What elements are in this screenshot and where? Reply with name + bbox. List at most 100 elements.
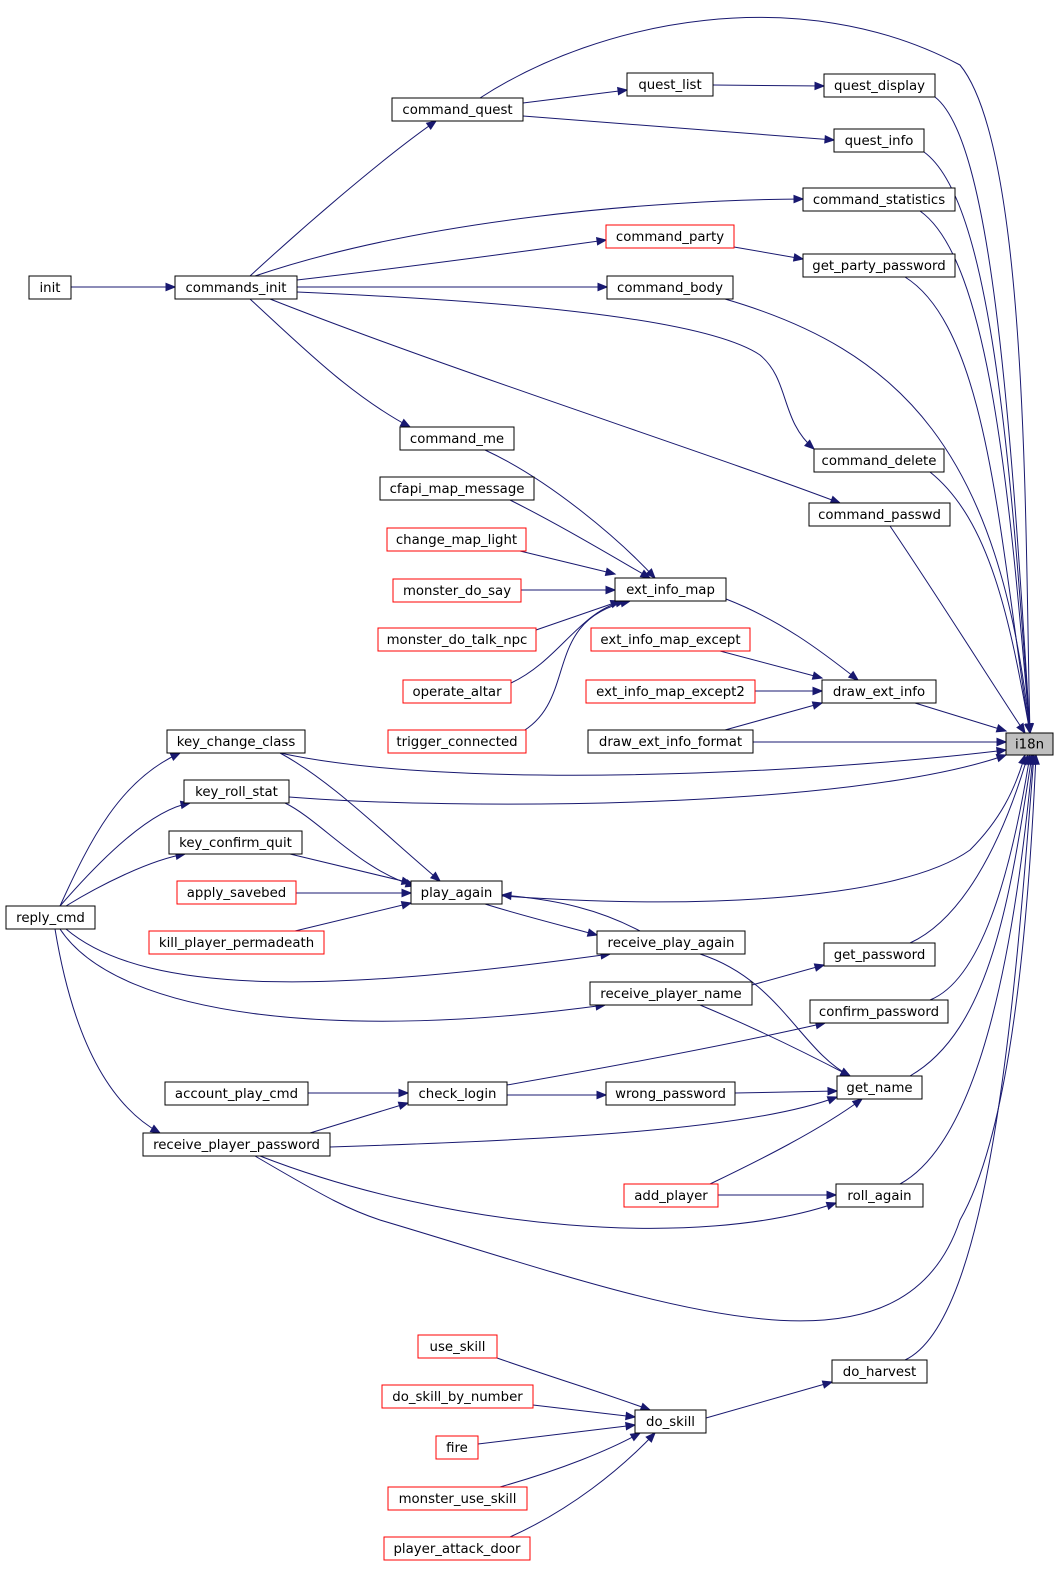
- node-play-again[interactable]: play_again: [410, 880, 503, 905]
- edge-line: [904, 276, 1031, 734]
- arrowhead-icon: [996, 737, 1008, 747]
- node-account-play-cmd[interactable]: account_play_cmd: [164, 1081, 309, 1106]
- node-check-login[interactable]: check_login: [407, 1081, 508, 1106]
- node-monster-do-say[interactable]: monster_do_say: [392, 578, 522, 603]
- node-reply-cmd[interactable]: reply_cmd: [5, 905, 96, 930]
- node-do-harvest[interactable]: do_harvest: [831, 1359, 928, 1384]
- arrowhead-icon: [400, 876, 413, 886]
- node-label: play_again: [421, 886, 493, 901]
- edge-command_passwd-to-i18n: [889, 525, 1026, 735]
- node-monster-do-talk-npc[interactable]: monster_do_talk_npc: [377, 627, 537, 652]
- node-wrong-password[interactable]: wrong_password: [605, 1081, 736, 1106]
- node-label: do_harvest: [843, 1365, 916, 1380]
- node-get-name[interactable]: get_name: [836, 1075, 923, 1100]
- edge-wrong_password-to-get_name: [734, 1086, 839, 1096]
- node-box: [585, 679, 756, 704]
- node-operate-altar[interactable]: operate_altar: [402, 679, 512, 704]
- node-label: ext_info_map_except2: [596, 685, 745, 700]
- node-draw-ext-info[interactable]: draw_ext_info: [821, 679, 937, 704]
- node-do-skill[interactable]: do_skill: [634, 1409, 707, 1434]
- node-box: [381, 1384, 534, 1409]
- node-do-skill-by-number[interactable]: do_skill_by_number: [381, 1384, 534, 1409]
- node-label: wrong_password: [615, 1087, 726, 1102]
- node-use-skill[interactable]: use_skill: [417, 1334, 498, 1359]
- edge-reply_cmd-to-receive_play_again: [65, 928, 612, 983]
- node-label: command_quest: [402, 103, 512, 118]
- arrowhead-icon: [625, 1421, 637, 1431]
- node-init[interactable]: init: [28, 275, 72, 300]
- node-box: [383, 1536, 531, 1561]
- arrowhead-icon: [995, 754, 1008, 763]
- node-player-attack-door[interactable]: player_attack_door: [383, 1536, 531, 1561]
- node-cfapi-map-message[interactable]: cfapi_map_message: [379, 476, 535, 501]
- edge-line: [65, 853, 186, 907]
- node-quest-list[interactable]: quest_list: [626, 72, 714, 97]
- edge-line: [705, 1381, 833, 1419]
- node-kill-player-permadeath[interactable]: kill_player_permadeath: [148, 930, 325, 955]
- edge-command_party-to-get_party_password: [733, 246, 805, 262]
- node-command-statistics[interactable]: command_statistics: [802, 187, 956, 212]
- node-command-delete[interactable]: command_delete: [813, 448, 945, 473]
- arrowhead-icon: [595, 237, 608, 246]
- node-command-passwd[interactable]: command_passwd: [808, 502, 951, 527]
- node-quest-info[interactable]: quest_info: [833, 128, 925, 153]
- node-quest-display[interactable]: quest_display: [823, 73, 936, 98]
- node-ext-info-map-except2[interactable]: ext_info_map_except2: [585, 679, 756, 704]
- edge-line: [496, 1357, 651, 1411]
- node-get-party-password[interactable]: get_party_password: [802, 253, 956, 278]
- node-receive-player-password[interactable]: receive_player_password: [142, 1132, 331, 1157]
- node-draw-ext-info-format[interactable]: draw_ext_info_format: [587, 729, 754, 754]
- node-key-confirm-quit[interactable]: key_confirm_quit: [168, 830, 303, 855]
- node-monster-use-skill[interactable]: monster_use_skill: [387, 1486, 528, 1511]
- arrowhead-icon: [851, 1098, 864, 1109]
- arrowhead-icon: [792, 253, 805, 262]
- node-box: [590, 627, 751, 652]
- node-key-change-class[interactable]: key_change_class: [166, 729, 306, 754]
- node-ext-info-map[interactable]: ext_info_map: [614, 577, 727, 602]
- node-command-quest[interactable]: command_quest: [391, 97, 524, 122]
- node-box: [605, 1081, 736, 1106]
- node-receive-play-again[interactable]: receive_play_again: [596, 930, 746, 955]
- node-roll-again[interactable]: roll_again: [835, 1183, 924, 1208]
- node-key-roll-stat[interactable]: key_roll_stat: [183, 779, 290, 804]
- node-add-player[interactable]: add_player: [623, 1183, 719, 1208]
- edge-line: [279, 752, 441, 882]
- node-box: [823, 942, 936, 967]
- node-label: command_statistics: [813, 193, 945, 208]
- node-get-password[interactable]: get_password: [823, 942, 936, 967]
- node-receive-player-name[interactable]: receive_player_name: [589, 981, 753, 1006]
- node-change-map-light[interactable]: change_map_light: [386, 527, 527, 552]
- node-box: [28, 275, 72, 300]
- node-commands-init[interactable]: commands_init: [174, 275, 298, 300]
- node-box: [377, 627, 537, 652]
- node-command-me[interactable]: command_me: [399, 426, 515, 451]
- edge-monster_do_talk_npc-to-ext_info_map: [535, 599, 622, 631]
- node-command-party[interactable]: command_party: [605, 224, 735, 249]
- node-ext-info-map-except[interactable]: ext_info_map_except: [590, 627, 751, 652]
- node-box: [176, 880, 297, 905]
- node-command-body[interactable]: command_body: [606, 275, 734, 300]
- node-label: trigger_connected: [396, 735, 517, 750]
- edge-line: [289, 853, 412, 884]
- arrowhead-icon: [825, 1201, 838, 1211]
- node-trigger-connected[interactable]: trigger_connected: [387, 729, 527, 754]
- node-label: add_player: [634, 1189, 708, 1204]
- edge-line: [279, 749, 1007, 776]
- edge-line: [923, 151, 1031, 734]
- node-label: init: [39, 281, 60, 296]
- arrowhead-icon: [829, 495, 842, 504]
- edge-line: [904, 754, 1035, 1361]
- node-confirm-password[interactable]: confirm_password: [809, 999, 949, 1024]
- node-label: command_me: [410, 432, 504, 447]
- edge-player_attack_door-to-do_skill: [509, 1432, 656, 1538]
- edge-line: [59, 802, 191, 907]
- node-label: command_passwd: [818, 508, 941, 523]
- edge-line: [522, 115, 835, 141]
- edge-get_password-to-i18n: [909, 753, 1030, 944]
- node-fire[interactable]: fire: [435, 1435, 479, 1460]
- node-i18n[interactable]: i18n: [1005, 732, 1054, 756]
- node-apply-savebed[interactable]: apply_savebed: [176, 880, 297, 905]
- arrowhead-icon: [169, 752, 182, 761]
- edge-ext_info_map-to-draw_ext_info: [725, 598, 860, 681]
